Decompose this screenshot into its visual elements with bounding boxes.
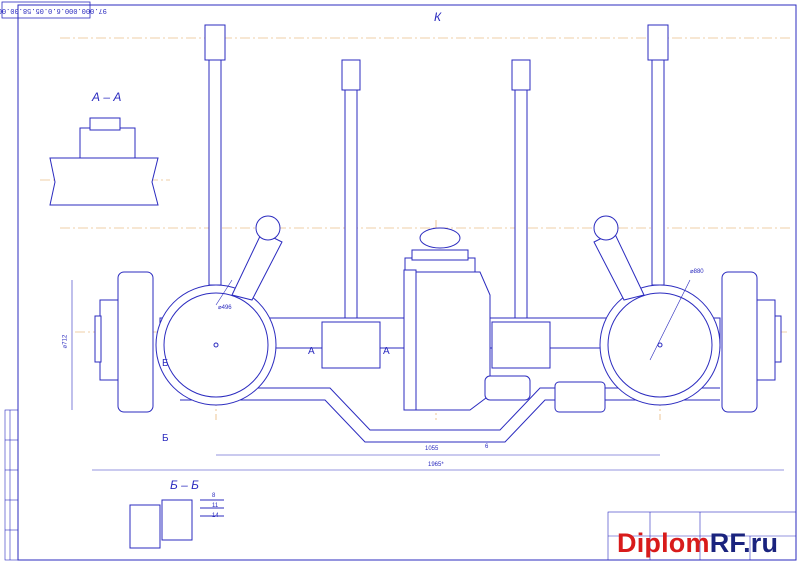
- watermark-diplom: Diplom: [617, 528, 710, 558]
- dim-tube: 6: [485, 444, 489, 450]
- vertical-tubes: [204, 24, 669, 331]
- callout-11: 11: [212, 503, 219, 509]
- section-mark-b-lower: Б: [162, 433, 169, 444]
- left-brake-drum: [94, 271, 277, 413]
- section-mark-a-right: А: [383, 346, 390, 357]
- drawing-number-stamp: 97.000.000.6.0.05.58.00.00.Ро: [0, 6, 107, 14]
- suspension-arms: [231, 215, 645, 301]
- callout-14: 14: [212, 513, 219, 519]
- section-bb-detail: [129, 499, 224, 549]
- section-mark-b-upper: Б: [162, 358, 169, 369]
- sheet-border: [17, 4, 797, 561]
- left-margin-table: [4, 409, 19, 561]
- differential-housing: [321, 227, 606, 413]
- stamp-box: [1, 1, 91, 19]
- dim-flange-diameter: ⌀712: [62, 334, 69, 349]
- dim-left-drum-diameter: ⌀496: [218, 305, 232, 311]
- title-block: [607, 511, 797, 561]
- right-brake-drum: [599, 271, 782, 413]
- view-k-label: К: [434, 10, 442, 24]
- callout-8: 8: [212, 493, 216, 499]
- section-bb-title: Б – Б: [170, 478, 199, 492]
- dim-total-width: 1965*: [428, 462, 444, 468]
- watermark-logo: DiplomRF.ru: [617, 528, 778, 559]
- dimension-lines: [71, 279, 784, 471]
- section-aa-title: А – А: [92, 90, 122, 104]
- section-aa-detail: [49, 117, 159, 206]
- dim-right-drum-diameter: ⌀880: [690, 269, 704, 275]
- section-mark-a-left: А: [308, 346, 315, 357]
- watermark-rf: RF.ru: [709, 528, 779, 558]
- dim-track: 1055: [425, 446, 439, 452]
